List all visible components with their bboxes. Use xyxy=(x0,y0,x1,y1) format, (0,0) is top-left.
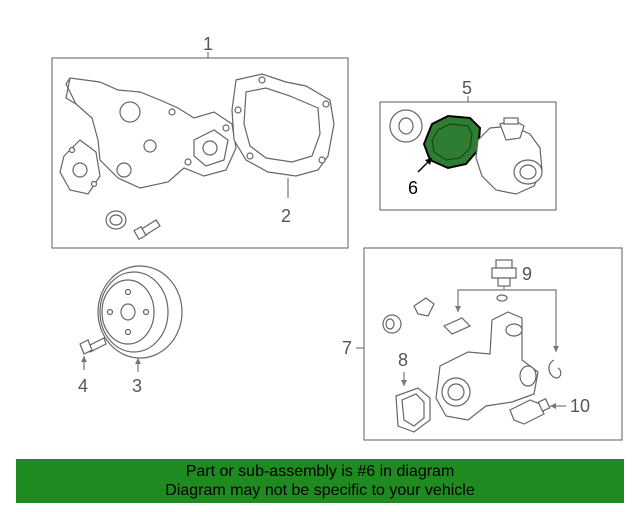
group-box-water-pump xyxy=(51,57,349,249)
callout-6: 6 xyxy=(408,178,418,198)
callout-8: 8 xyxy=(398,350,408,370)
callout-7: 7 xyxy=(342,338,352,358)
thermostat-seal-part-6[interactable] xyxy=(422,114,482,170)
info-banner: Part or sub-assembly is #6 in diagram Di… xyxy=(16,459,624,503)
banner-line-2: Diagram may not be specific to your vehi… xyxy=(165,482,475,499)
callout-5: 5 xyxy=(462,78,472,98)
banner-line-1: Part or sub-assembly is #6 in diagram xyxy=(185,463,455,480)
group-box-outlet xyxy=(363,247,623,441)
bleeder-bolt-part[interactable] xyxy=(413,297,435,317)
pump-gasket-part[interactable] xyxy=(231,73,335,177)
info-banner-background xyxy=(16,459,624,503)
callout-3: 3 xyxy=(132,376,142,396)
callout-2: 2 xyxy=(281,206,291,226)
plug-part[interactable] xyxy=(382,314,402,334)
callout-9: 9 xyxy=(522,264,532,284)
o-ring-part[interactable] xyxy=(105,210,127,230)
callout-10: 10 xyxy=(570,396,590,416)
retainer-clip-part[interactable] xyxy=(442,317,472,335)
thermostat-housing-part[interactable] xyxy=(475,117,543,195)
coolant-sensor-part[interactable] xyxy=(509,397,551,425)
pulley-part[interactable] xyxy=(97,265,183,359)
outlet-gasket-part[interactable] xyxy=(395,387,431,433)
callout-1: 1 xyxy=(203,34,213,54)
spring-clip-part[interactable] xyxy=(548,359,562,379)
pump-bolt-part[interactable] xyxy=(133,219,161,241)
pulley-bolt-part[interactable] xyxy=(79,337,107,355)
thermostat-cap-part[interactable] xyxy=(389,109,423,143)
coolant-outlet-part[interactable] xyxy=(435,311,539,421)
callout-4: 4 xyxy=(78,376,88,396)
water-pump-part[interactable] xyxy=(59,77,237,195)
temp-sensor-part[interactable] xyxy=(491,259,517,287)
